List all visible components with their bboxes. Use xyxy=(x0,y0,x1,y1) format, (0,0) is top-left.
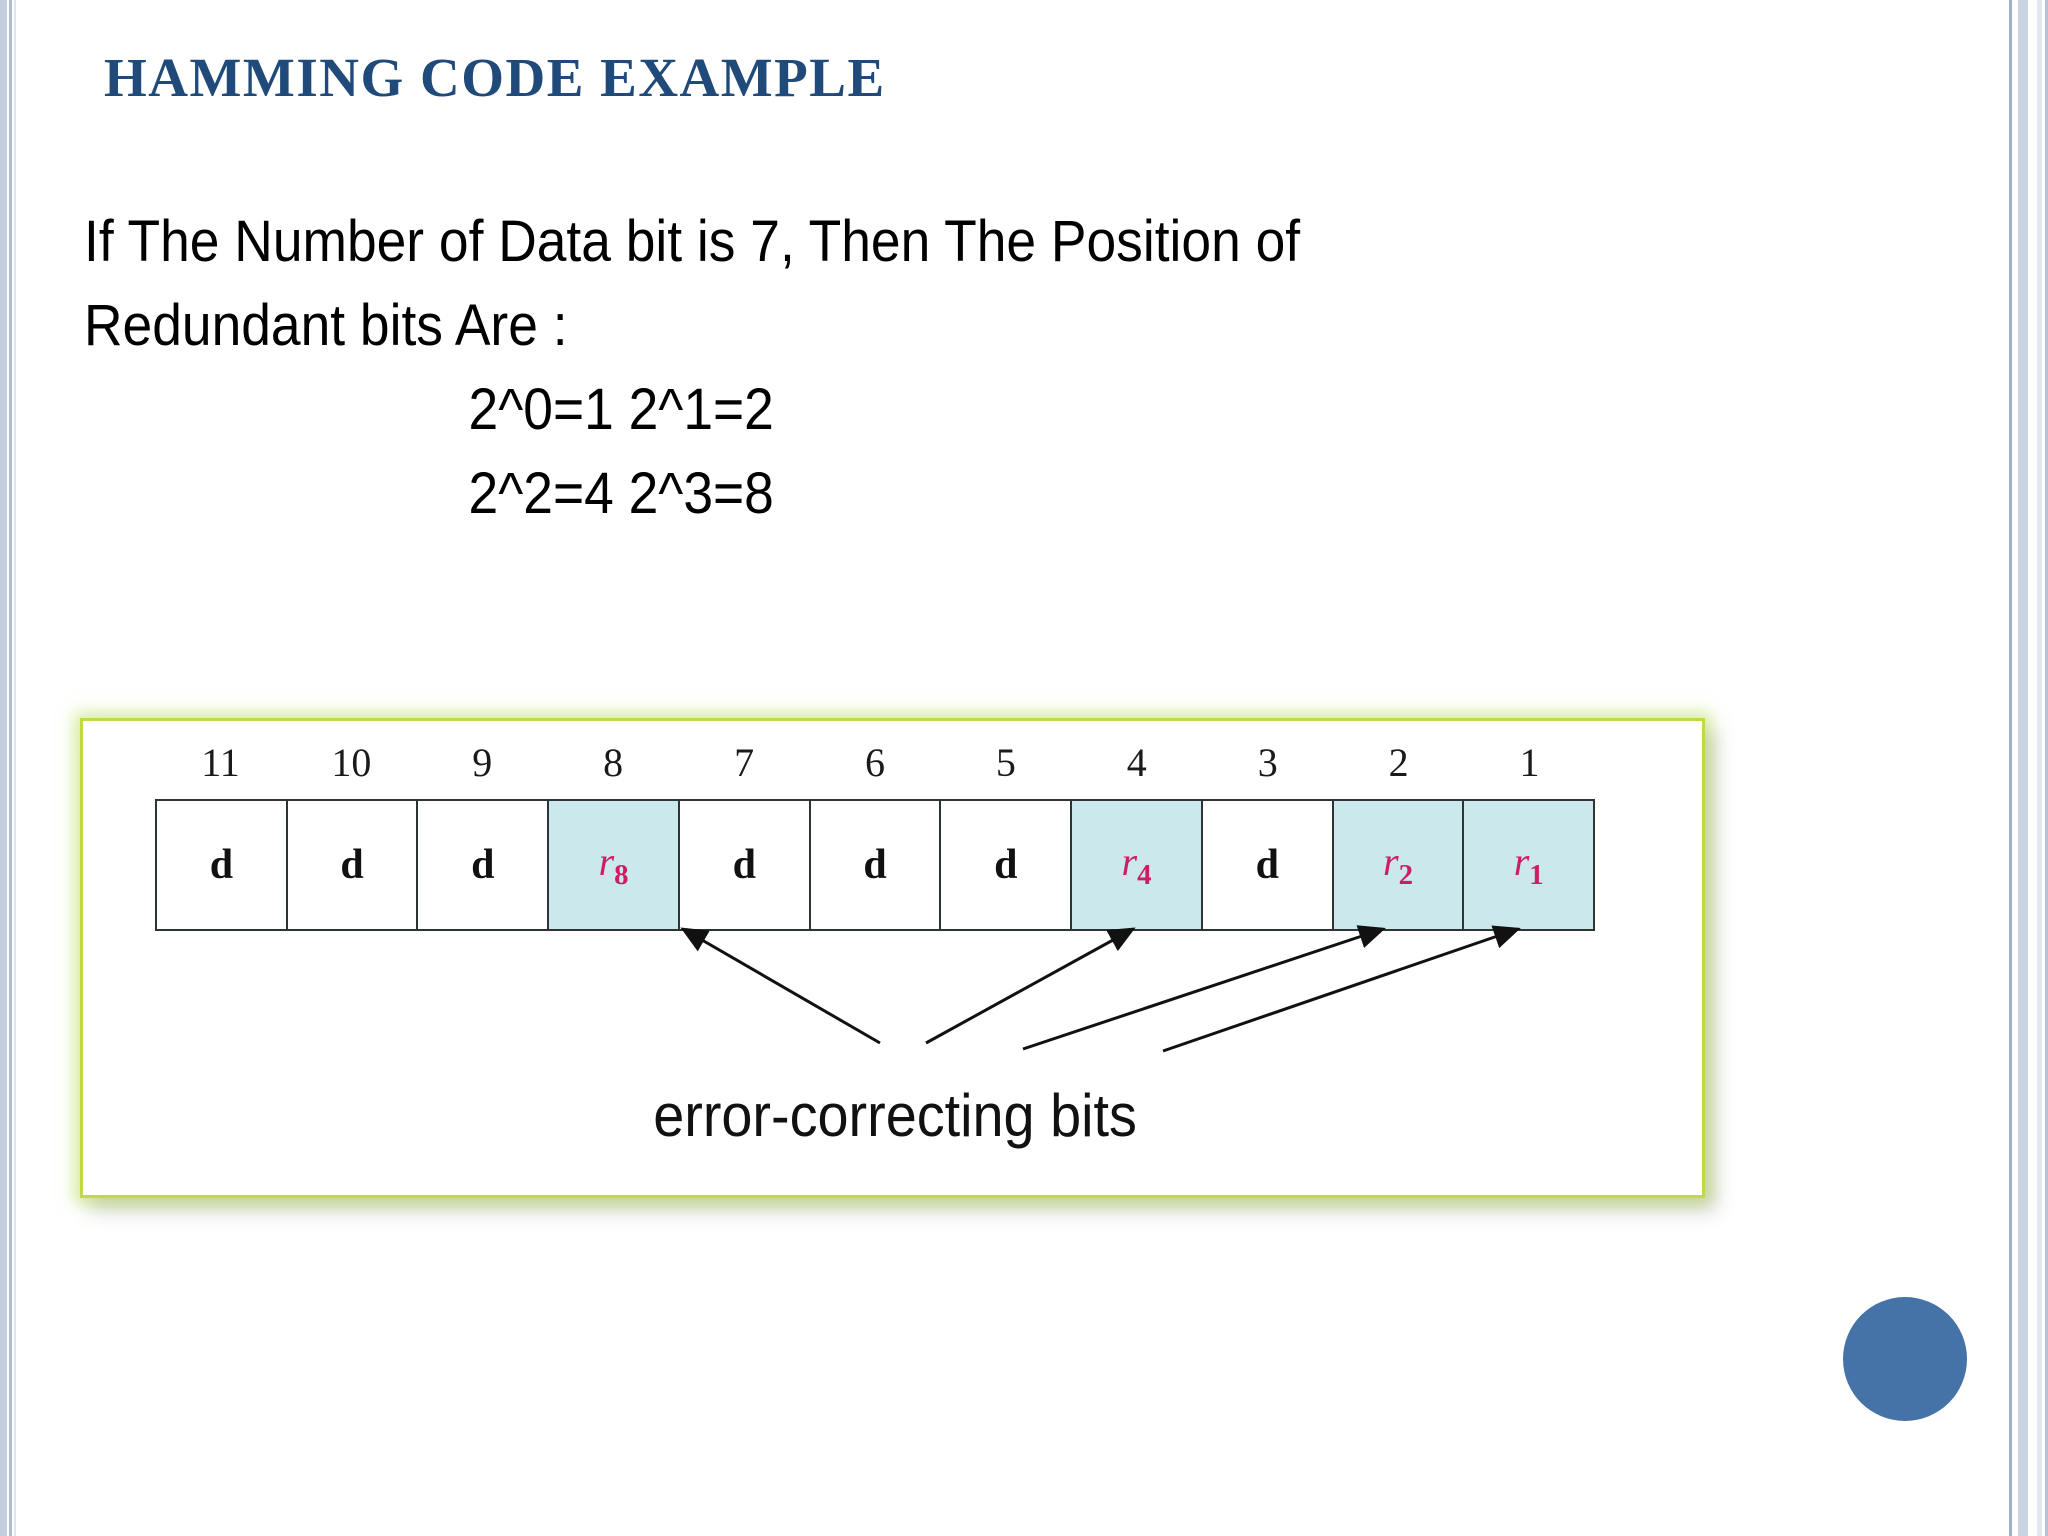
right-edge-bar-4 xyxy=(2045,0,2048,1536)
bit-cell-subscript: 1 xyxy=(1529,859,1544,891)
bit-cell-label: r8 xyxy=(598,839,629,891)
redundant-bit-cell: r8 xyxy=(549,801,680,929)
data-bit-cell: d xyxy=(810,801,942,929)
bit-cell-label: r4 xyxy=(1121,839,1152,891)
bit-position-label: 2 xyxy=(1388,740,1409,785)
bit-cell-subscript: 2 xyxy=(1398,859,1413,891)
formula-line-2: 2^2=4 2^3=8 xyxy=(468,461,774,526)
bit-position-row: 11 10 9 8 7 6 5 4 3 2 1 xyxy=(155,737,1595,793)
right-edge-bar-2 xyxy=(2018,0,2028,1536)
left-edge-bar-2 xyxy=(9,0,12,1536)
bit-position-label: 10 xyxy=(331,740,372,785)
bit-position-label: 9 xyxy=(472,740,493,785)
decorative-circle xyxy=(1843,1297,1967,1421)
right-edge-bar-3 xyxy=(2037,0,2042,1536)
right-edge-bar-1 xyxy=(2009,0,2012,1536)
bit-cell-label: r2 xyxy=(1382,839,1413,891)
caption-text: error-correcting bits xyxy=(653,1082,1138,1149)
arrow-to-r2 xyxy=(1022,925,1386,1051)
redundant-bit-cell: r4 xyxy=(1072,801,1203,929)
left-edge-bar-3 xyxy=(14,0,16,1536)
hamming-diagram: 11 10 9 8 7 6 5 4 3 2 1 d d d r8 d d d r4 d r2 r1 error-corr… xyxy=(83,721,1702,1195)
body-text-block: If The Number of Data bit is 7, Then The… xyxy=(84,200,1724,536)
bit-position-label: 1 xyxy=(1519,740,1540,785)
data-bit-cell: d xyxy=(418,801,550,929)
data-bit-cell: d xyxy=(941,801,1073,929)
bit-position-label: 6 xyxy=(864,740,885,785)
bit-position-label: 4 xyxy=(1126,740,1147,785)
error-correcting-bits-caption: error-correcting bits xyxy=(83,1081,1708,1150)
bit-cell-label: r1 xyxy=(1513,839,1544,891)
arrow-to-r4 xyxy=(925,927,1136,1045)
data-bit-cell: d xyxy=(287,801,419,929)
arrow-group xyxy=(680,925,1521,1053)
body-line-1: If The Number of Data bit is 7, Then The… xyxy=(84,209,1301,274)
bit-position-label: 7 xyxy=(734,740,755,785)
arrow-to-r1 xyxy=(1162,925,1521,1053)
left-edge-bar-1 xyxy=(0,0,7,1536)
formula-line-1: 2^0=1 2^1=2 xyxy=(468,377,774,442)
bit-cell-label: d xyxy=(1255,842,1279,888)
data-bit-cell: d xyxy=(1202,801,1334,929)
bit-cell-subscript: 4 xyxy=(1137,859,1152,891)
bit-cell-label: d xyxy=(863,842,887,888)
bit-cell-label: d xyxy=(732,842,756,888)
bit-position-label: 8 xyxy=(603,740,624,785)
bit-position-label: 3 xyxy=(1257,740,1278,785)
bit-position-label: 5 xyxy=(995,740,1016,785)
body-line-2: Redundant bits Are : xyxy=(84,293,568,358)
bit-cell-label: d xyxy=(340,842,364,888)
data-bit-cell: d xyxy=(157,801,288,929)
data-bit-cell: d xyxy=(679,801,811,929)
bit-cell-row: d d d r8 d d d r4 d r2 r1 xyxy=(155,799,1595,931)
bit-cell-subscript: 8 xyxy=(614,859,629,891)
bit-cell-label: d xyxy=(209,842,234,888)
bit-position-label: 11 xyxy=(201,740,240,785)
bit-cell-label: d xyxy=(994,842,1018,888)
redundant-bit-cell: r2 xyxy=(1333,801,1465,929)
slide-title: HAMMING CODE EXAMPLE xyxy=(104,47,886,108)
hamming-diagram-frame: 11 10 9 8 7 6 5 4 3 2 1 d d d r8 d d d r4 d r2 r1 error-corr… xyxy=(80,718,1705,1198)
bit-cell-label: d xyxy=(471,842,495,888)
arrow-to-r8 xyxy=(680,927,881,1045)
redundant-bit-cell: r1 xyxy=(1464,801,1594,929)
